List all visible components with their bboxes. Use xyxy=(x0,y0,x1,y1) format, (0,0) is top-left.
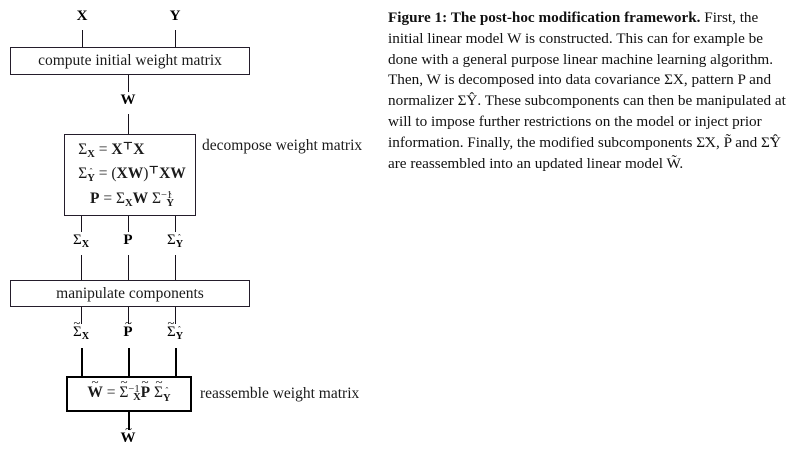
wire-sigma-x-tilde-to-reassemble xyxy=(81,348,83,376)
input-label-x: X xyxy=(74,8,90,25)
wire-label-w: W xyxy=(118,92,138,109)
output-label-w-tilde: ~W xyxy=(118,422,138,447)
wire-p-to-manipulate xyxy=(128,255,129,280)
wire-sigma-yhat-tilde-to-reassemble xyxy=(175,348,177,376)
side-label-decompose: decompose weight matrix xyxy=(202,137,363,154)
wire-compute-to-w-label xyxy=(128,75,129,96)
wire-decompose-p xyxy=(128,216,129,234)
wire-manipulate-sigma-yhat-tilde xyxy=(175,307,176,325)
wire-sigma-yhat-to-manipulate xyxy=(175,255,176,280)
input-label-y: Y xyxy=(167,8,183,25)
wire-p-tilde-to-reassemble xyxy=(128,348,130,376)
equation-sigma-x: ΣX = X⊤X xyxy=(78,140,145,161)
box-compute-initial-weight-matrix[interactable]: compute initial weight matrix xyxy=(10,47,250,75)
wire-label-p-tilde: ~P xyxy=(121,316,135,341)
caption-lead: Figure 1: The post-hoc modification fram… xyxy=(388,9,701,26)
wire-label-sigma-x-tilde: ~ΣX xyxy=(70,316,92,342)
box-compute-label: compute initial weight matrix xyxy=(38,52,222,70)
wire-decompose-sigma-x xyxy=(81,216,82,234)
wire-w-to-decompose xyxy=(128,114,129,134)
wire-x-to-compute xyxy=(82,30,83,48)
wire-y-to-compute xyxy=(175,30,176,48)
wire-manipulate-p-tilde xyxy=(128,307,129,325)
wire-label-sigma-x: ΣX xyxy=(70,232,92,250)
figure-caption: Figure 1: The post-hoc modification fram… xyxy=(388,8,792,174)
side-label-reassemble: reassemble weight matrix xyxy=(200,385,360,402)
flow-diagram: X Y compute initial weight matrix W ΣX =… xyxy=(0,0,380,458)
wire-manipulate-sigma-x-tilde xyxy=(81,307,82,325)
caption-body: First, the initial linear model W is con… xyxy=(388,9,786,172)
wire-decompose-sigma-yhat xyxy=(175,216,176,234)
wire-reassemble-output xyxy=(128,412,130,433)
box-manipulate-label: manipulate components xyxy=(56,284,204,302)
wire-label-p: P xyxy=(121,232,135,249)
box-manipulate-components[interactable]: manipulate components xyxy=(10,280,250,307)
wire-sigma-x-to-manipulate xyxy=(81,255,82,280)
